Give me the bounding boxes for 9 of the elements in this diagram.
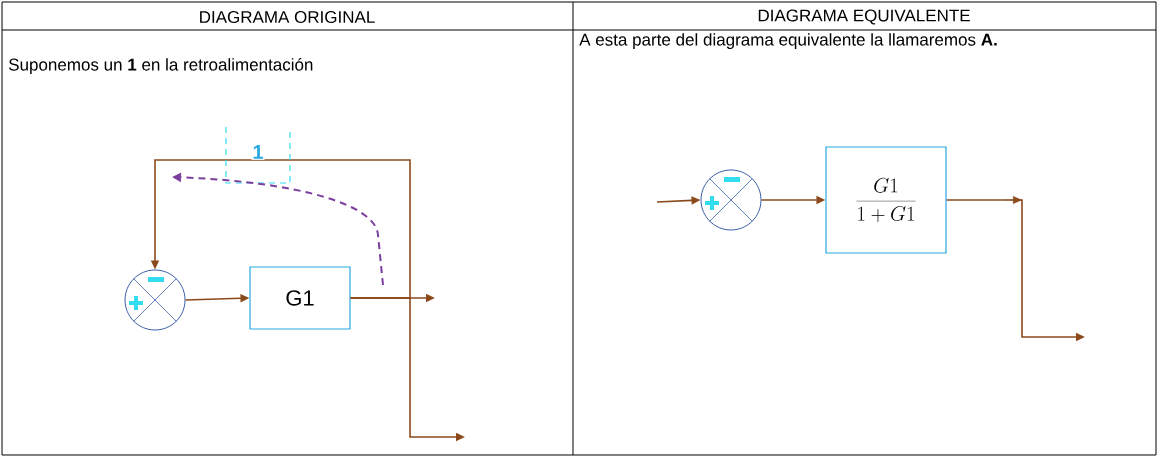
summing-junction bbox=[700, 169, 762, 231]
block-box: G1 bbox=[249, 266, 351, 330]
table-cell-text: A esta parte del diagrama equivalente la llamaremos A. bbox=[579, 33, 997, 50]
summing-junction bbox=[124, 269, 186, 331]
table-cell-text: DIAGRAMA EQUIVALENTE bbox=[758, 9, 970, 25]
table-cell-text: Suponemos un 1 en la retroalimentación bbox=[9, 58, 313, 74]
block-box: $\frac{G1}{1 + G1}$ bbox=[825, 146, 947, 254]
table-cell-text: DIAGRAMA ORIGINAL bbox=[200, 11, 375, 23]
edge-label: 1 bbox=[251, 144, 265, 160]
